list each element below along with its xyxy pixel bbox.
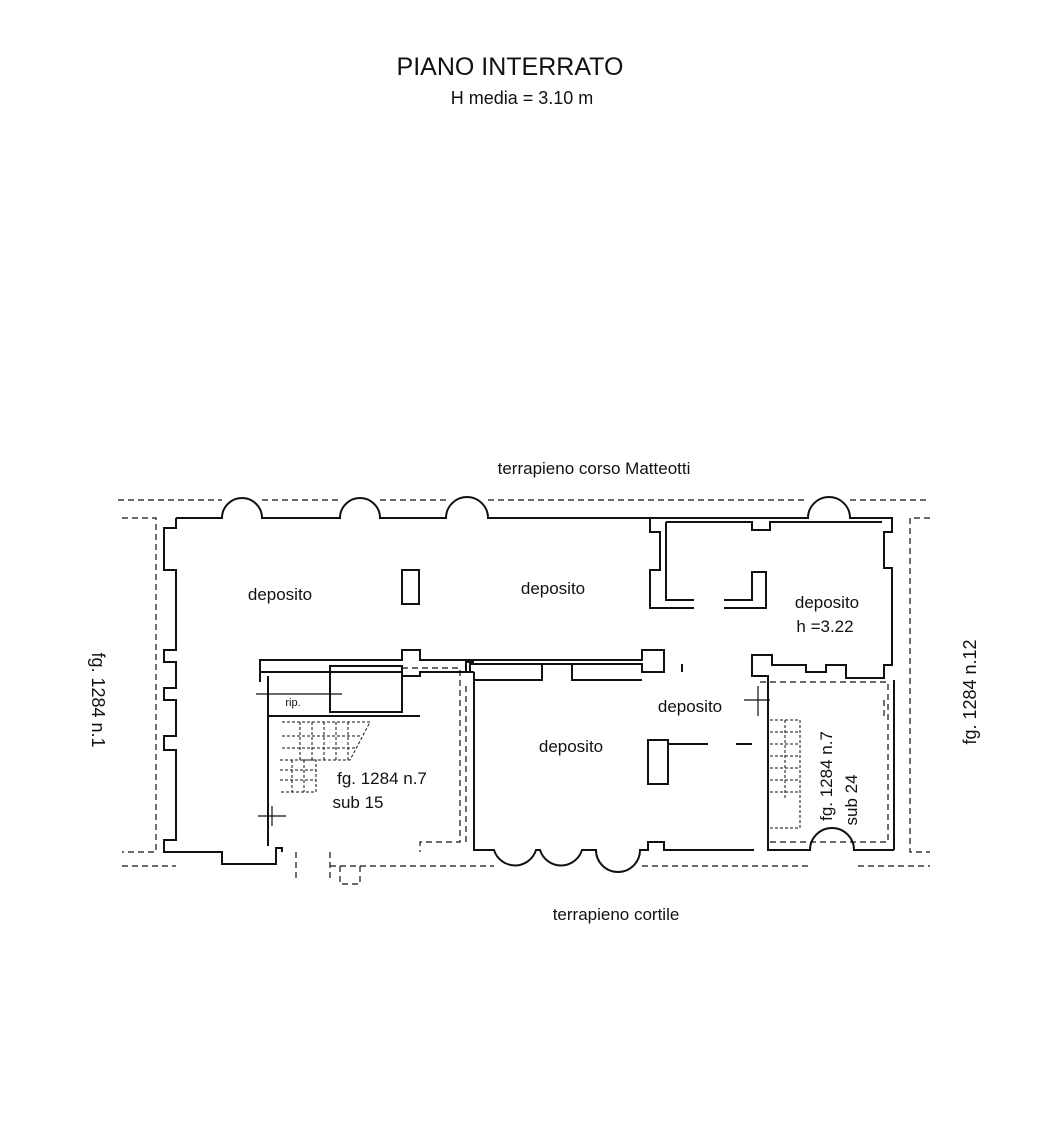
stair-west [280,721,371,793]
room-ripostiglio: rip. [285,697,300,709]
unit-sub24-ref: fg. 1284 n.7 [817,731,836,821]
label-east: fg. 1284 n.12 [960,639,980,744]
room-deposito-west: deposito [248,585,312,604]
label-south: terrapieno cortile [553,905,680,924]
exterior-walls [163,496,895,873]
room-deposito-east: deposito [795,593,859,612]
room-deposito-south: deposito [539,737,603,756]
room-deposito-east-height: h =3.22 [796,617,853,636]
unit-sub15-ref: fg. 1284 n.7 [337,769,427,788]
interior-walls [259,518,882,846]
room-deposito-center: deposito [521,579,585,598]
unit-sub24-sub: sub 24 [842,774,861,825]
section-markers [256,684,770,826]
plan-title: PIANO INTERRATO [397,53,624,81]
unit-sub15-sub: sub 15 [332,793,383,812]
outer-boundary [118,499,930,885]
label-west: fg. 1284 n.1 [88,652,108,747]
unit-boundaries [402,667,889,852]
room-deposito-corridor: deposito [658,697,722,716]
label-north: terrapieno corso Matteotti [498,459,691,478]
stair-east [770,719,801,829]
plan-subtitle: H media = 3.10 m [451,88,594,108]
